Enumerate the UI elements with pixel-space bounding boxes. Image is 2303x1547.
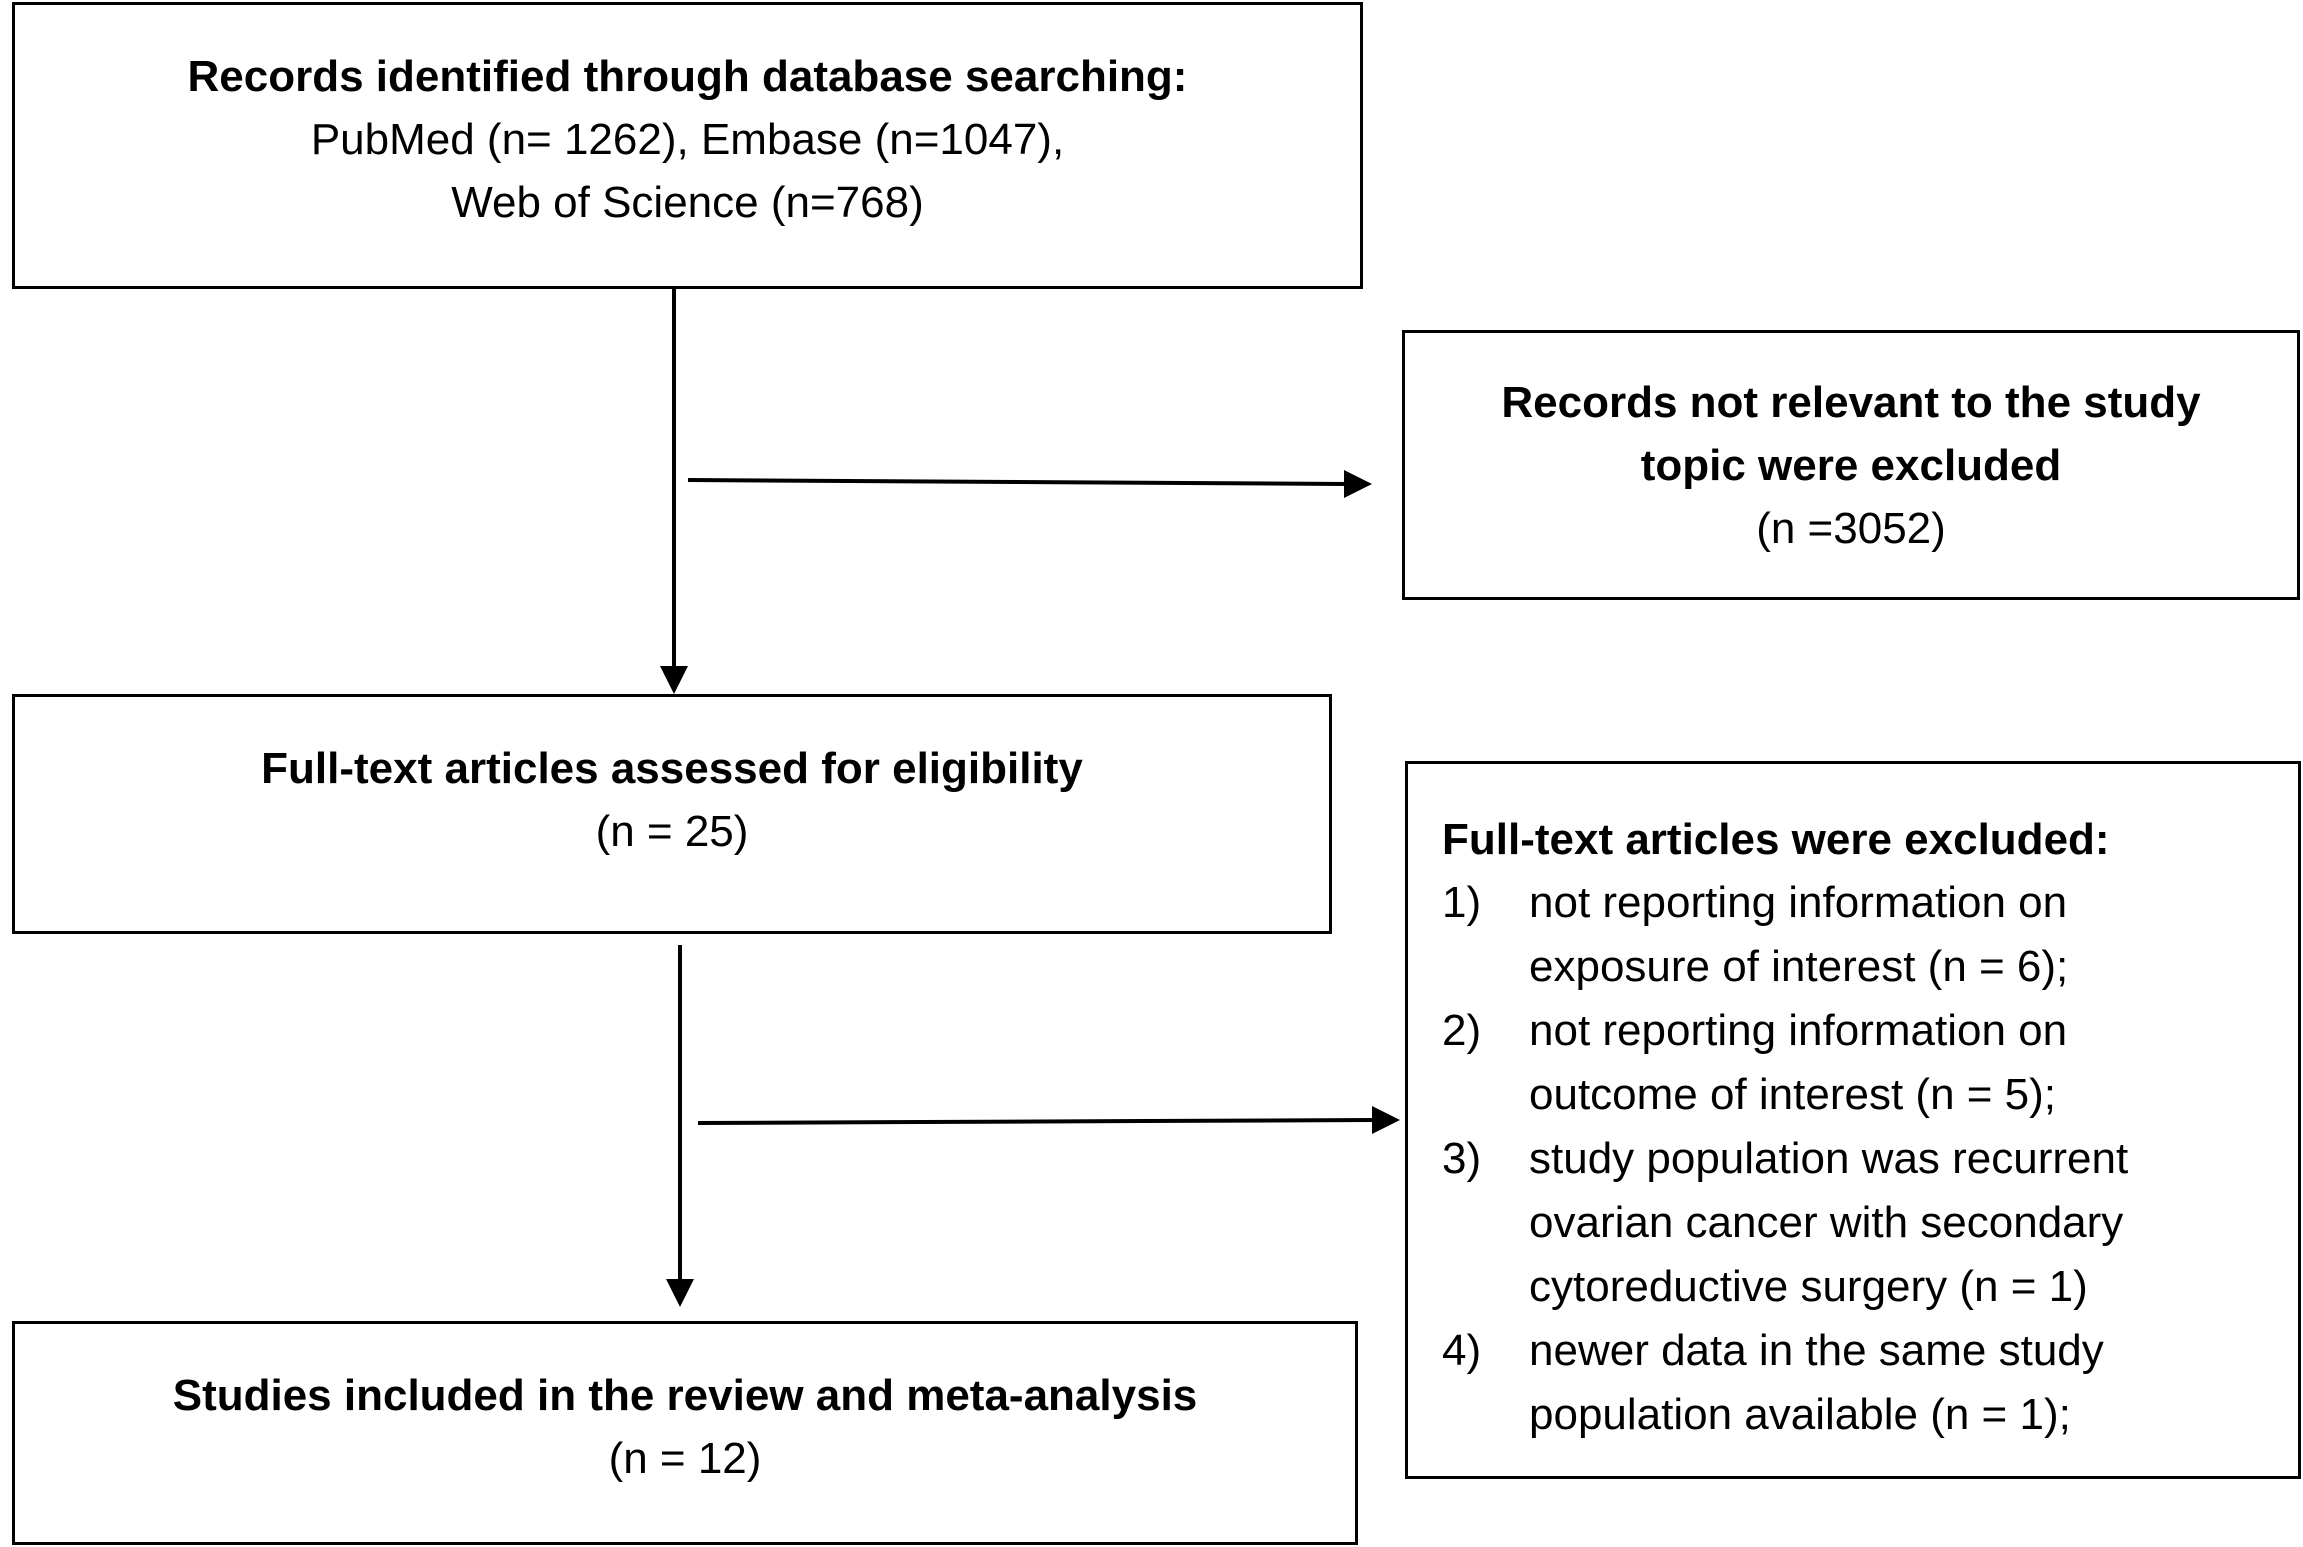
arrow-to-not-relevant bbox=[687, 478, 1347, 486]
records-identified-title: Records identified through database sear… bbox=[187, 52, 1188, 101]
exclusion-reasons-list: 1) not reporting information on exposure… bbox=[1442, 871, 2298, 1447]
arrow-to-full-text-excluded bbox=[697, 1118, 1375, 1125]
full-text-excluded-box: Full-text articles were excluded: 1) not… bbox=[1405, 761, 2301, 1479]
exclusion-reason-line: ovarian cancer with secondary bbox=[1529, 1198, 2124, 1247]
exclusion-reason-line: population available (n = 1); bbox=[1529, 1390, 2071, 1439]
studies-included-title: Studies included in the review and meta-… bbox=[172, 1371, 1198, 1420]
full-text-assessed-count: (n = 25) bbox=[595, 807, 749, 856]
exclusion-reason-line: cytoreductive surgery (n = 1) bbox=[1529, 1262, 2088, 1311]
records-identified-box: Records identified through database sear… bbox=[12, 2, 1363, 289]
records-identified-sources-line1: PubMed (n= 1262), Embase (n=1047), bbox=[310, 115, 1065, 164]
full-text-assessed-box: Full-text articles assessed for eligibil… bbox=[12, 694, 1332, 934]
arrowhead-identified-to-fulltext bbox=[660, 666, 688, 694]
exclusion-reason-number: 4) bbox=[1442, 1326, 1482, 1375]
arrowhead-to-full-text-excluded bbox=[1372, 1106, 1400, 1134]
exclusion-reason-line: outcome of interest (n = 5); bbox=[1529, 1070, 2057, 1119]
exclusion-reason-line: study population was recurrent bbox=[1529, 1134, 2129, 1183]
not-relevant-title-line2: topic were excluded bbox=[1640, 441, 2062, 490]
exclusion-reason-number: 1) bbox=[1442, 878, 1482, 927]
records-not-relevant-box: Records not relevant to the study topic … bbox=[1402, 330, 2300, 600]
records-identified-sources-line2: Web of Science (n=768) bbox=[451, 178, 924, 227]
full-text-excluded-title: Full-text articles were excluded: bbox=[1442, 815, 2110, 864]
not-relevant-count: (n =3052) bbox=[1756, 504, 1946, 553]
exclusion-reason-item: 3) study population was recurrent ovaria… bbox=[1442, 1127, 2298, 1319]
arrowhead-fulltext-to-included bbox=[666, 1279, 694, 1307]
exclusion-reason-line: not reporting information on bbox=[1529, 1006, 2068, 1055]
studies-included-box: Studies included in the review and meta-… bbox=[12, 1321, 1358, 1545]
exclusion-reason-item: 2) not reporting information on outcome … bbox=[1442, 999, 2298, 1127]
full-text-assessed-title: Full-text articles assessed for eligibil… bbox=[261, 744, 1083, 793]
studies-included-count: (n = 12) bbox=[608, 1434, 762, 1483]
exclusion-reason-number: 3) bbox=[1442, 1134, 1482, 1183]
exclusion-reason-line: not reporting information on bbox=[1529, 878, 2068, 927]
exclusion-reason-line: exposure of interest (n = 6); bbox=[1529, 942, 2069, 991]
exclusion-reason-number: 2) bbox=[1442, 1006, 1482, 1055]
not-relevant-title-line1: Records not relevant to the study bbox=[1501, 378, 2201, 427]
exclusion-reason-line: newer data in the same study bbox=[1529, 1326, 2104, 1375]
arrowhead-to-not-relevant bbox=[1344, 470, 1372, 498]
exclusion-reason-item: 1) not reporting information on exposure… bbox=[1442, 871, 2298, 999]
exclusion-reason-item: 4) newer data in the same study populati… bbox=[1442, 1319, 2298, 1447]
